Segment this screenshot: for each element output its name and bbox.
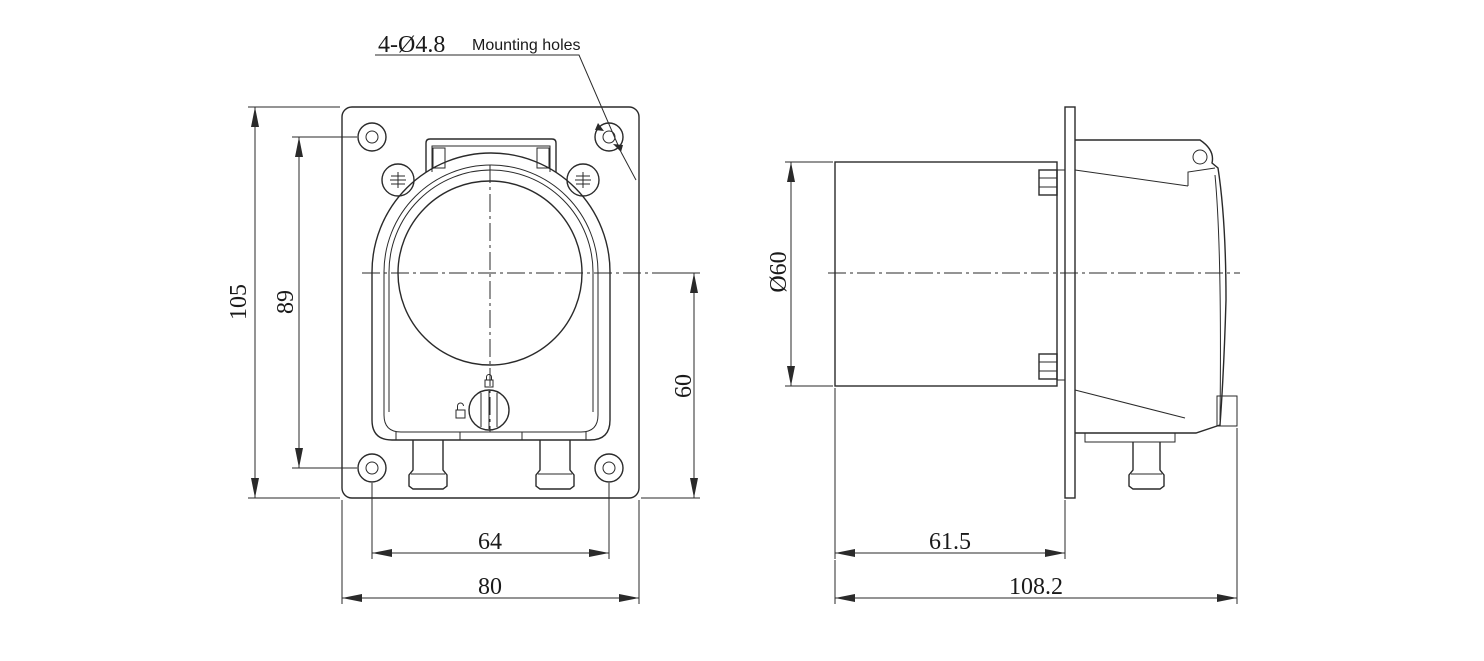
top-latch <box>425 138 557 172</box>
pump-head-housing <box>371 152 611 441</box>
side-hose-barb <box>1128 442 1165 490</box>
side-view <box>828 106 1240 499</box>
inner-width-label: 64 <box>478 529 502 555</box>
lock-knob <box>468 389 510 431</box>
mounting-hole-top-left <box>357 122 387 152</box>
hole-spec-label: 4-Ø4.8 <box>378 32 445 58</box>
motor-body <box>834 161 1058 387</box>
pump-head-side-profile <box>1075 139 1227 434</box>
lower-height-label: 60 <box>671 374 697 398</box>
nut-bottom <box>1038 353 1058 380</box>
screw-right <box>566 163 600 197</box>
unlocked-padlock-icon <box>455 402 466 419</box>
pump-head-inner-outline <box>383 164 599 433</box>
overall-length-label: 108.2 <box>1009 574 1063 600</box>
overall-width-label: 80 <box>478 574 502 600</box>
overall-height-label: 105 <box>226 284 252 320</box>
mounting-plate <box>341 106 640 499</box>
mounting-hole-bottom-left <box>357 453 387 483</box>
nut-top <box>1038 169 1058 196</box>
side-dimensions <box>785 161 1238 604</box>
diameter-label: Ø60 <box>766 251 792 292</box>
body-length-label: 61.5 <box>929 529 971 555</box>
hose-barb-left <box>395 432 461 490</box>
mounting-hole-bottom-right <box>594 453 624 483</box>
locked-padlock-icon <box>484 374 494 388</box>
mounting-holes-label: Mounting holes <box>472 37 581 54</box>
hose-barb-right <box>521 432 587 490</box>
front-view <box>341 54 655 499</box>
side-mounting-flange <box>1064 106 1076 499</box>
inner-height-label: 89 <box>273 290 299 314</box>
front-dimensions <box>248 106 700 604</box>
screw-left <box>381 163 415 197</box>
